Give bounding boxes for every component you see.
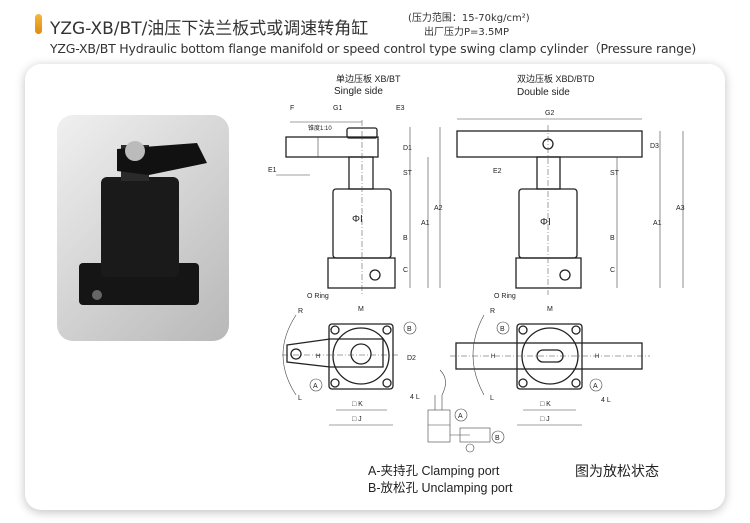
dimension-label: C xyxy=(403,267,408,274)
dimension-label: H xyxy=(595,354,599,360)
dimension-label: □ J xyxy=(352,416,362,423)
legend-unclamping-port: B-放松孔 Unclamping port xyxy=(368,480,513,495)
dimension-label: ΦI xyxy=(352,214,363,225)
single-side-plan-view: R L M H D2 4 L □ K □ J B A xyxy=(282,306,420,426)
dimension-label: O Ring xyxy=(494,293,516,300)
dimension-label: E3 xyxy=(396,105,405,112)
dimension-label: A3 xyxy=(676,205,685,212)
single-side-title-en: Single side xyxy=(334,86,383,97)
single-side-elevation: F G1 E3 锥度1:10 E1 D1 ST A1 A2 B C ΦI O R… xyxy=(268,105,443,300)
dimension-label: G1 xyxy=(333,105,342,112)
dimension-label: H xyxy=(316,354,320,360)
dimension-label: ST xyxy=(403,170,413,177)
hydraulic-schematic: A B xyxy=(427,369,505,453)
dimension-label: R xyxy=(490,308,495,315)
dimension-label: M xyxy=(358,306,364,313)
double-side-title-en: Double side xyxy=(517,87,570,98)
dimension-label: E2 xyxy=(493,168,502,175)
page-title: YZG-XB/BT/油压下法兰板式或调速转角缸 xyxy=(50,19,369,39)
dimension-label: A xyxy=(458,413,463,420)
dimension-label: B xyxy=(610,235,615,242)
dimension-label: ST xyxy=(610,170,620,177)
dimension-label: A1 xyxy=(421,220,430,227)
dimension-label: 4 L xyxy=(410,394,420,401)
dimension-label: B xyxy=(407,326,412,333)
dimension-label: M xyxy=(547,306,553,313)
dimension-label: □ J xyxy=(540,416,550,423)
double-side-elevation: G2 D3 E2 ST A1 A3 B C ΦI O Ring xyxy=(456,110,685,300)
dimension-label: E1 xyxy=(268,167,277,174)
title-marker-icon xyxy=(35,14,42,34)
state-note: 图为放松状态 xyxy=(575,463,659,479)
dimension-label: B xyxy=(500,326,505,333)
dimension-label: L xyxy=(490,395,494,402)
pressure-range: (压力范围：15-70kg/cm²) xyxy=(408,13,530,24)
dimension-label: A2 xyxy=(434,205,443,212)
legend-clamping-port: A-夹持孔 Clamping port xyxy=(368,463,500,478)
dimension-label: 4 L xyxy=(601,397,611,404)
dimension-label: B xyxy=(495,435,500,442)
dimension-label: B xyxy=(403,235,408,242)
dimension-label: D1 xyxy=(403,145,412,152)
dimension-label: □ K xyxy=(540,401,551,408)
dimension-label: F xyxy=(290,105,294,112)
page-subtitle: YZG-XB/BT Hydraulic bottom flange manifo… xyxy=(50,41,697,56)
product-photo xyxy=(57,115,229,341)
dimension-label: A xyxy=(593,383,598,390)
double-side-plan-view: R L M H H 4 L □ K □ J B A xyxy=(450,306,650,426)
dimension-label: A xyxy=(313,383,318,390)
dimension-label: O Ring xyxy=(307,293,329,300)
dimension-label: D2 xyxy=(407,355,416,362)
dimension-label: D3 xyxy=(650,143,659,150)
dimension-label: 锥度1:10 xyxy=(308,124,332,132)
factory-pressure: 出厂压力P=3.5MP xyxy=(424,27,509,38)
single-side-title-cn: 单边压板 XB/BT xyxy=(336,73,401,84)
dimension-label: □ K xyxy=(352,401,363,408)
dimension-label: G2 xyxy=(545,110,554,117)
dimension-label: ΦI xyxy=(540,217,551,228)
dimension-label: C xyxy=(610,267,615,274)
dimension-label: L xyxy=(298,395,302,402)
dimension-label: R xyxy=(298,308,303,315)
dimension-label: H xyxy=(491,354,495,360)
dimension-label: A1 xyxy=(653,220,662,227)
double-side-title-cn: 双边压板 XBD/BTD xyxy=(517,73,595,84)
swing-clamp-cylinder-image xyxy=(79,141,207,305)
